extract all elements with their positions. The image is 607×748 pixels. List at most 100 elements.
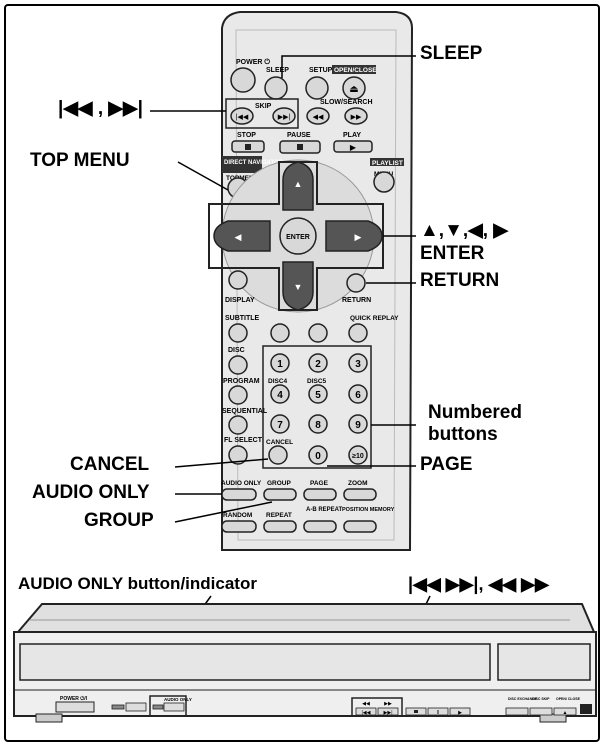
angle-button[interactable] — [308, 323, 328, 343]
play-icon: ▶ — [350, 143, 357, 152]
progressive-button[interactable] — [125, 702, 147, 712]
player-pause-button[interactable] — [427, 707, 449, 716]
callout-skip: |◀◀ , ▶▶| — [58, 98, 143, 119]
player-open-close-label: OPEN/ CLOSE — [556, 697, 581, 701]
player-audio-only-button[interactable] — [163, 702, 185, 712]
player-open-close-button[interactable] — [553, 707, 577, 716]
dpad-highlight-box — [208, 161, 384, 311]
disc-button[interactable] — [228, 355, 248, 375]
power-label: POWER ⏻ — [236, 58, 270, 66]
subtitle-label: SUBTITLE — [225, 315, 260, 322]
player-eject-icon: ▲ — [563, 710, 568, 716]
repeat-button[interactable] — [263, 520, 297, 533]
play-label: PLAY — [343, 132, 361, 139]
cancel-button[interactable] — [268, 445, 288, 465]
search-back-button[interactable] — [306, 107, 330, 125]
up-arrow-icon: ▲ — [294, 179, 303, 189]
random-button[interactable] — [221, 520, 257, 533]
page-button[interactable] — [303, 488, 337, 501]
number-6-button[interactable] — [348, 384, 368, 404]
player-play-button[interactable] — [449, 707, 471, 716]
play-button[interactable] — [333, 140, 373, 153]
number-9-label: 9 — [355, 420, 361, 431]
fast-forward-icon: ▶▶ — [351, 114, 362, 121]
stop-icon — [245, 144, 251, 150]
position-memory-button[interactable] — [343, 520, 377, 533]
down-arrow-icon: ▼ — [294, 282, 303, 292]
right-button[interactable] — [325, 220, 383, 252]
player-skip-back-button[interactable] — [355, 707, 377, 716]
audio-only-label: AUDIO ONLY — [221, 480, 262, 487]
callout-top-menu: TOP MENU — [30, 150, 130, 171]
skip-next-button[interactable] — [272, 107, 296, 125]
power-button[interactable] — [230, 67, 256, 93]
number-0-button[interactable] — [308, 445, 328, 465]
disc-skip-button[interactable] — [529, 707, 553, 716]
number-4-button[interactable] — [270, 384, 290, 404]
skip-next-icon: ▶▶| — [278, 114, 291, 121]
quick-replay-button[interactable] — [348, 323, 368, 343]
pause-icon — [297, 144, 303, 150]
fl-select-label: FL SELECT — [224, 437, 263, 444]
player-power-button[interactable] — [55, 701, 95, 713]
fl-select-button[interactable] — [228, 445, 248, 465]
setup-button[interactable] — [305, 76, 329, 100]
enter-button[interactable] — [279, 217, 317, 255]
number-7-button[interactable] — [270, 414, 290, 434]
sequential-button[interactable] — [228, 415, 248, 435]
rewind-icon: ◀◀ — [313, 114, 324, 121]
down-button[interactable] — [282, 261, 314, 311]
callout-group: GROUP — [84, 510, 154, 531]
menu-button[interactable] — [373, 171, 395, 193]
player-play-icon: ▶ — [458, 710, 462, 716]
progressive-indicator — [111, 704, 125, 710]
ab-repeat-button[interactable] — [303, 520, 337, 533]
random-label: RANDOM — [223, 512, 252, 519]
callout-sleep: SLEEP — [420, 43, 483, 64]
open-close-button[interactable] — [342, 76, 366, 100]
program-button[interactable] — [228, 385, 248, 405]
program-label: PROGRAM — [223, 378, 260, 385]
audio-only-button[interactable] — [221, 488, 257, 501]
disc5-label: DISC5 — [307, 378, 327, 385]
eject-icon: ⏏ — [349, 84, 358, 95]
group-button[interactable] — [263, 488, 297, 501]
display-button[interactable] — [228, 270, 248, 290]
number-9-button[interactable] — [348, 414, 368, 434]
skip-highlight-box — [225, 98, 299, 129]
callout-return: RETURN — [420, 270, 500, 291]
number-10-label: ≥10 — [352, 453, 364, 460]
callout-arrow-buttons: ▲,▼,◀, ▶ — [420, 220, 508, 241]
sleep-button[interactable] — [264, 76, 288, 100]
audio-button[interactable] — [270, 323, 290, 343]
zoom-button[interactable] — [343, 488, 377, 501]
player-power-label: POWER ⏻/I — [60, 696, 88, 702]
quick-replay-label: QUICK REPLAY — [350, 315, 399, 322]
number-3-button[interactable] — [348, 353, 368, 373]
remote-sensor — [580, 704, 592, 714]
number-10-button[interactable] — [348, 445, 368, 465]
left-button[interactable] — [213, 220, 271, 252]
number-1-button[interactable] — [270, 353, 290, 373]
player-fastforward-icon: ▶▶ — [384, 701, 392, 707]
number-8-button[interactable] — [308, 414, 328, 434]
return-button[interactable] — [346, 273, 366, 293]
player-rewind-icon: ◀◀ — [362, 701, 370, 707]
number-5-button[interactable] — [308, 384, 328, 404]
callout-cancel: CANCEL — [70, 454, 150, 475]
sequential-label: SEQUENTIAL — [222, 408, 268, 415]
subtitle-button[interactable] — [228, 323, 248, 343]
up-button[interactable] — [282, 161, 314, 211]
callout-numbered-buttons: Numbered buttons — [428, 402, 522, 445]
player-skip-forward-button[interactable] — [377, 707, 399, 716]
number-6-label: 6 — [355, 390, 361, 401]
disc-exchange-button[interactable] — [505, 707, 529, 716]
player-pause-icon: II — [437, 710, 440, 716]
number-4-label: 4 — [277, 390, 283, 401]
group-label: GROUP — [267, 480, 292, 487]
number-2-button[interactable] — [308, 353, 328, 373]
return-label: RETURN — [342, 297, 371, 304]
playlist-label: PLAYLIST — [372, 160, 403, 167]
skip-previous-button[interactable] — [230, 107, 254, 125]
search-forward-button[interactable] — [344, 107, 368, 125]
